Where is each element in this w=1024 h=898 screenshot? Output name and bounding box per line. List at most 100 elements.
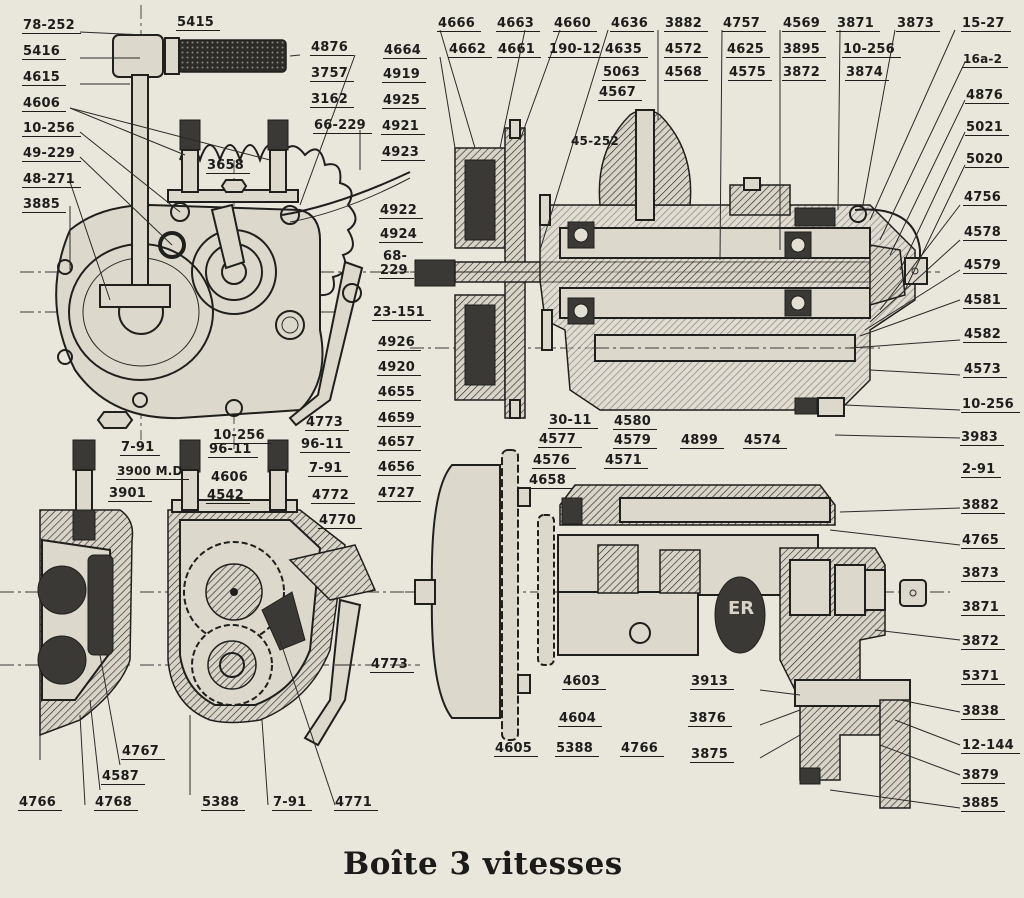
part-label: 4899 [680,433,724,449]
part-label: 3162 [310,92,354,108]
part-label: 7-91 [120,440,161,456]
part-label: 4577 [538,432,582,448]
part-label: 4727 [377,486,421,502]
part-label: 4922 [379,203,423,219]
part-label: 4571 [604,453,648,469]
part-label: 68- [383,249,408,264]
part-label: 3838 [961,704,1005,720]
part-label: 4757 [722,16,766,32]
part-label: 190-12 [548,42,607,58]
part-label: 5063 [602,65,646,81]
part-label: 10-256 [842,42,901,58]
part-label: 3901 [108,486,152,502]
part-label: 5416 [22,44,66,60]
part-label: 4666 [437,16,481,32]
part-label: 5021 [965,120,1009,136]
side-view-gearbox [20,5,420,450]
part-label: 4604 [558,711,602,727]
part-label: 4587 [101,769,145,785]
manufacturer-logo: ER [728,598,755,619]
part-label: 4578 [963,225,1007,241]
part-label: 12-144 [961,738,1020,754]
part-label: 4771 [334,795,378,811]
part-label: 4767 [121,744,165,760]
part-label: 5371 [961,669,1005,685]
part-label: 23-151 [372,305,431,321]
part-label: 4765 [961,533,1005,549]
part-label: 4876 [310,40,354,56]
part-label: 4658 [528,473,572,489]
part-label: 3882 [961,498,1005,514]
part-label: 30-11 [548,413,598,429]
part-label: 15-27 [961,16,1011,32]
part-label: 96-11 [300,437,350,453]
part-label: 4772 [311,488,355,504]
part-label: 2-91 [961,462,1002,478]
part-label: 4568 [664,65,708,81]
part-label: 4579 [613,433,657,449]
part-label: 3900 M.D [116,464,189,480]
part-label: 4661 [497,42,541,58]
part-label: 45-252 [571,134,619,148]
part-label: 96-11 [208,442,258,458]
part-label: 229 [379,263,414,279]
part-label: 3882 [664,16,708,32]
part-label: 4660 [553,16,597,32]
part-label: 4606 [211,470,248,485]
part-label: 3871 [836,16,880,32]
part-label: 4615 [22,70,66,86]
part-label: 4569 [782,16,826,32]
part-label: 4655 [377,385,421,401]
part-label: 3895 [782,42,826,58]
clutch-drum-and-cover [405,449,950,809]
part-label: 4876 [965,88,1009,104]
part-label: 5388 [201,795,245,811]
part-label: 3885 [22,197,66,213]
part-label: 5020 [965,152,1009,168]
part-label: 4662 [448,42,492,58]
part-label: 3757 [310,66,354,82]
part-label: 4542 [206,488,250,504]
part-label: 4579 [963,258,1007,274]
part-label: 10-256 [22,121,81,137]
part-label: 4657 [377,435,421,451]
part-label: 3873 [896,16,940,32]
part-label: 4924 [379,227,423,243]
part-label: 4636 [610,16,654,32]
part-label: 4920 [377,360,421,376]
part-label: 3658 [206,158,250,174]
part-label: 66-229 [313,118,372,134]
part-label: 10-256 [212,428,271,444]
part-label: 4659 [377,411,421,427]
part-label: 4664 [383,43,427,59]
part-label: 3983 [960,430,1004,446]
part-label: 4921 [381,119,425,135]
part-label: 4605 [494,741,538,757]
part-label: 5388 [555,741,599,757]
part-label: 3872 [961,634,1005,650]
part-label: 4582 [963,327,1007,343]
part-label: 4766 [620,741,664,757]
part-label: 4606 [22,96,66,112]
part-label: 4773 [370,657,414,673]
part-label: 3913 [690,674,734,690]
part-label: 78-252 [22,18,81,34]
part-label: 4773 [305,415,349,431]
part-label: 3873 [961,566,1005,582]
sectional-view-gearbox [410,109,940,419]
part-label: 4656 [377,460,421,476]
part-label: 4770 [318,513,362,529]
diagram-caption: Boîte 3 vitesses [343,846,623,882]
part-label: 4756 [963,190,1007,206]
part-label: 4575 [728,65,772,81]
part-label: 4926 [377,335,421,351]
leader-lines [69,29,966,809]
part-label: 4576 [532,453,576,469]
part-label: 7-91 [308,461,349,477]
part-label: 4768 [94,795,138,811]
part-label: 49-229 [22,146,81,162]
part-label: 3885 [961,796,1005,812]
part-label: 4663 [496,16,540,32]
